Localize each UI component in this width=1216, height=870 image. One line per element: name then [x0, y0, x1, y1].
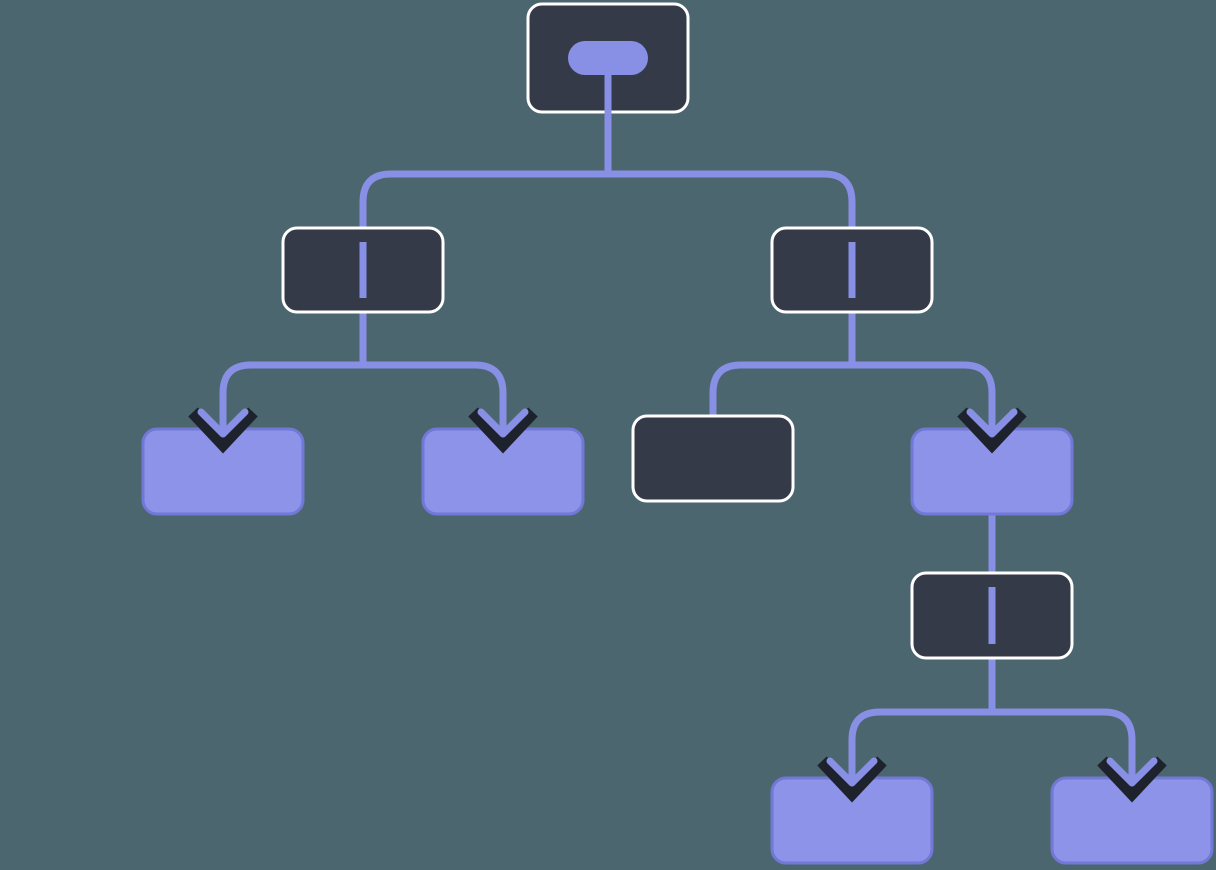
chevron-black-shape — [468, 407, 538, 454]
chevron-down-icon — [188, 391, 258, 454]
node-decorations — [188, 41, 1167, 803]
chevron-down-icon — [817, 740, 887, 803]
arrow-head — [966, 391, 1018, 438]
connector-rail-right-children — [709, 361, 996, 429]
arrow-head — [1106, 740, 1158, 787]
chevron-black-shape — [957, 407, 1027, 454]
pill-icon — [568, 41, 648, 75]
chevron-black-shape — [1097, 756, 1167, 803]
connectors — [219, 70, 1136, 778]
node-dark-leaf[interactable] — [631, 414, 795, 503]
chevron-down-icon — [468, 391, 538, 454]
connector-rail-level2 — [359, 170, 856, 230]
connector-rail-left-children — [219, 361, 507, 429]
nodes — [141, 2, 1214, 865]
arrow-head — [197, 391, 249, 438]
connector-rail-bottom-children — [848, 708, 1136, 778]
chevron-black-shape — [817, 756, 887, 803]
chevron-down-icon — [957, 391, 1027, 454]
arrow-head — [826, 740, 878, 787]
arrow-head — [477, 391, 529, 438]
chevron-black-shape — [188, 407, 258, 454]
chevron-down-icon — [1097, 740, 1167, 803]
